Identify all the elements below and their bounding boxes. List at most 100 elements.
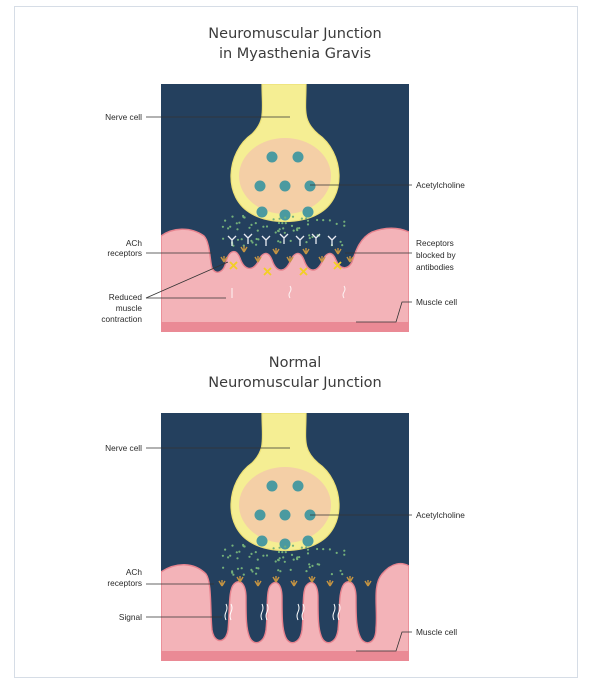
released-ach-dot: [222, 567, 224, 569]
released-ach-dot: [222, 555, 224, 557]
released-ach-dot: [237, 239, 239, 241]
released-ach-dot: [255, 222, 257, 224]
released-ach-dot: [255, 551, 257, 553]
bottom-title-line1: Normal: [269, 355, 321, 371]
released-ach-dot: [250, 553, 252, 555]
bottom-label-muscle-cell: Muscle cell: [416, 627, 457, 637]
released-ach-dot: [279, 241, 281, 243]
acetylcholine-molecule: [280, 210, 291, 221]
released-ach-dot: [222, 238, 224, 240]
top-label-ach-line1: ACh: [126, 238, 143, 248]
released-ach-dot: [266, 225, 268, 227]
released-ach-dot: [336, 552, 338, 554]
released-ach-dot: [277, 230, 279, 232]
released-ach-dot: [279, 218, 281, 220]
released-ach-dot: [305, 546, 307, 548]
top-label-reduced-line3: contraction: [101, 314, 142, 324]
released-ach-dot: [305, 241, 307, 243]
released-ach-dot: [231, 216, 233, 218]
acetylcholine-molecule: [305, 181, 316, 192]
released-ach-dot: [229, 226, 231, 228]
released-ach-dot: [227, 556, 229, 558]
released-ach-dot: [284, 546, 286, 548]
released-ach-dot: [340, 241, 342, 243]
released-ach-dot: [343, 225, 345, 227]
bottom-label-signal: Signal: [119, 612, 142, 622]
released-ach-dot: [229, 555, 231, 557]
acetylcholine-molecule: [293, 481, 304, 492]
released-ach-dot: [248, 556, 250, 558]
released-ach-dot: [316, 548, 318, 550]
bottom-label-ach-line1: ACh: [126, 567, 143, 577]
released-ach-dot: [329, 548, 331, 550]
acetylcholine-molecule: [257, 536, 268, 547]
released-ach-dot: [279, 547, 281, 549]
released-ach-dot: [322, 548, 324, 550]
released-ach-dot: [257, 559, 259, 561]
acetylcholine-molecule: [303, 207, 314, 218]
released-ach-dot: [279, 228, 281, 230]
top-label-muscle-cell: Muscle cell: [416, 297, 457, 307]
released-ach-dot: [293, 230, 295, 232]
released-ach-dot: [275, 231, 277, 233]
released-ach-dot: [232, 574, 234, 576]
released-ach-dot: [279, 557, 281, 559]
released-ach-dot: [296, 229, 298, 231]
released-ach-dot: [301, 218, 303, 220]
released-ach-dot: [237, 568, 239, 570]
released-ach-dot: [238, 222, 240, 224]
released-ach-dot: [262, 226, 264, 228]
released-ach-dot: [243, 574, 245, 576]
released-ach-dot: [343, 550, 345, 552]
released-ach-dot: [250, 569, 252, 571]
released-ach-dot: [284, 217, 286, 219]
released-ach-dot: [275, 560, 277, 562]
released-ach-dot: [316, 219, 318, 221]
released-ach-dot: [343, 554, 345, 556]
top-panel: Neuromuscular Junction in Myasthenia Gra…: [101, 26, 465, 332]
released-ach-dot: [277, 569, 279, 571]
released-ach-dot: [231, 545, 233, 547]
acetylcholine-molecule: [255, 510, 266, 521]
released-ach-dot: [242, 215, 244, 217]
top-label-blocked-line3: antibodies: [416, 262, 454, 272]
released-ach-dot: [292, 545, 294, 547]
released-ach-dot: [281, 551, 283, 553]
top-label-ach-line2: receptors: [107, 248, 142, 258]
acetylcholine-molecule: [257, 207, 268, 218]
released-ach-dot: [298, 227, 300, 229]
released-ach-dot: [224, 549, 226, 551]
released-ach-dot: [291, 225, 293, 227]
released-ach-dot: [307, 223, 309, 225]
released-ach-dot: [278, 551, 280, 553]
bottom-panel: Normal Neuromuscular Junction: [105, 355, 465, 661]
released-ach-dot: [277, 559, 279, 561]
released-ach-dot: [307, 220, 309, 222]
released-ach-dot: [250, 224, 252, 226]
acetylcholine-molecule: [255, 181, 266, 192]
bottom-label-nerve-cell: Nerve cell: [105, 443, 142, 453]
released-ach-dot: [308, 234, 310, 236]
released-ach-dot: [290, 240, 292, 242]
released-ach-dot: [341, 244, 343, 246]
top-label-blocked-line1: Receptors: [416, 238, 454, 248]
released-ach-dot: [311, 565, 313, 567]
released-ach-dot: [341, 573, 343, 575]
released-ach-dot: [282, 227, 284, 229]
acetylcholine-molecule: [293, 152, 304, 163]
released-ach-dot: [278, 222, 280, 224]
released-ach-dot: [236, 222, 238, 224]
top-label-nerve-cell: Nerve cell: [105, 112, 142, 122]
top-label-reduced-line2: muscle: [116, 303, 143, 313]
acetylcholine-molecule: [280, 510, 291, 521]
released-ach-dot: [285, 551, 287, 553]
released-ach-dot: [256, 567, 258, 569]
released-ach-dot: [292, 216, 294, 218]
released-ach-dot: [285, 222, 287, 224]
acetylcholine-molecule: [267, 152, 278, 163]
released-ach-dot: [309, 566, 311, 568]
top-label-blocked-line2: blocked by: [416, 250, 457, 260]
released-ach-dot: [301, 547, 303, 549]
released-ach-dot: [307, 549, 309, 551]
